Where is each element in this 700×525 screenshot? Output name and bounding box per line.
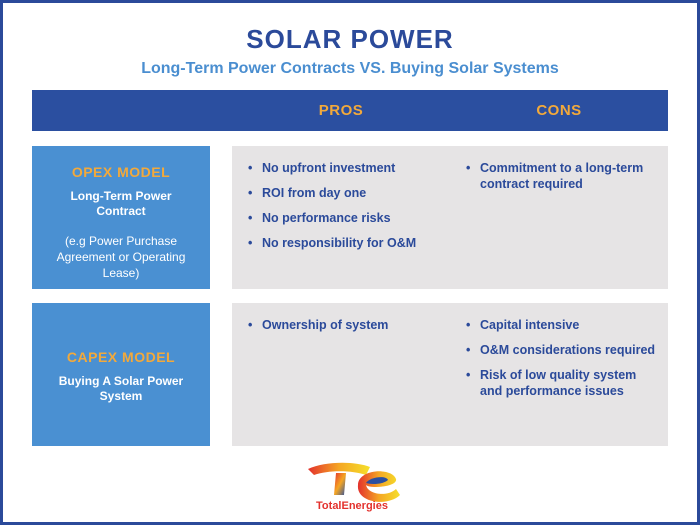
opex-cons-cell: •Commitment to a long-term contract requ… <box>450 146 668 289</box>
brand-name: TotalEnergies <box>316 500 388 512</box>
capex-model-description: Buying A Solar Power System <box>58 374 184 403</box>
capex-pros-list: •Ownership of system <box>246 317 438 333</box>
opex-cons-list: •Commitment to a long-term contract requ… <box>464 160 656 192</box>
opex-model-box: OPEX MODEL Long-Term Power Contract (e.g… <box>32 146 210 289</box>
capex-cons-cell: •Capital intensive •O&M considerations r… <box>450 303 668 446</box>
capex-cons-list: •Capital intensive •O&M considerations r… <box>464 317 656 399</box>
capex-pros-cell: •Ownership of system <box>232 303 450 446</box>
list-item: •ROI from day one <box>248 186 367 200</box>
cons-header: CONS <box>536 102 582 119</box>
list-item: •Ownership of system <box>248 318 389 332</box>
list-item: •Commitment to a long-term contract requ… <box>466 161 644 191</box>
list-item: •Capital intensive <box>466 318 580 332</box>
list-item: •O&M considerations required <box>466 343 656 357</box>
pros-header: PROS <box>318 102 364 119</box>
capex-model-box: CAPEX MODEL Buying A Solar Power System <box>32 303 210 446</box>
opex-model-note: (e.g Power Purchase Agreement or Operati… <box>56 234 186 280</box>
totalenergies-logo-icon <box>308 462 400 502</box>
capex-model-name: CAPEX MODEL <box>66 349 176 365</box>
opex-model-name: OPEX MODEL <box>71 164 171 180</box>
page-title: SOLAR POWER <box>246 24 454 54</box>
opex-model-description: Long-Term Power Contract <box>70 189 172 218</box>
list-item: •No responsibility for O&M <box>248 236 417 250</box>
opex-pros-list: •No upfront investment •ROI from day one… <box>246 160 438 251</box>
list-item: •No upfront investment <box>248 161 396 175</box>
list-item: •Risk of low quality system and performa… <box>466 368 637 398</box>
table-header: PROS CONS <box>32 90 668 131</box>
opex-pros-cell: •No upfront investment •ROI from day one… <box>232 146 450 289</box>
page-subtitle: Long-Term Power Contracts VS. Buying Sol… <box>141 60 559 77</box>
list-item: •No performance risks <box>248 211 391 225</box>
